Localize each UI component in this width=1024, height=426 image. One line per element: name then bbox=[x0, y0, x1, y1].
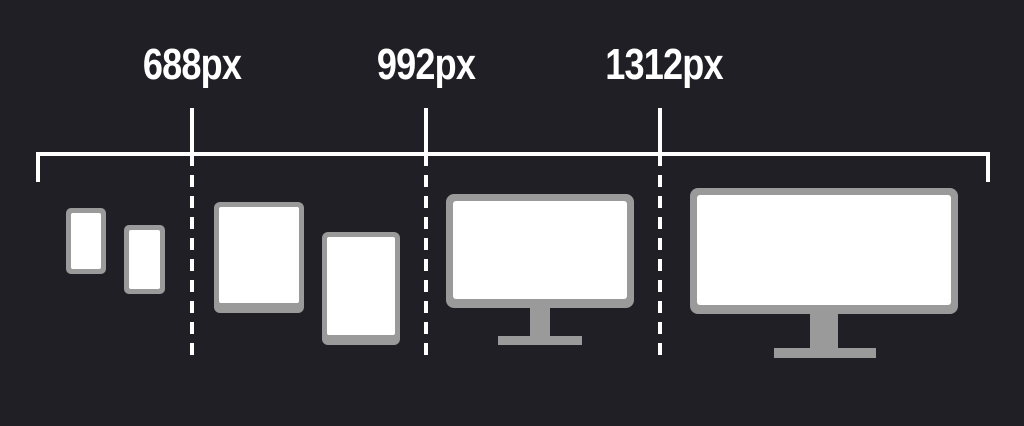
tablet-portrait-icon bbox=[322, 232, 400, 345]
phone-icon bbox=[66, 208, 106, 274]
range-bracket bbox=[36, 152, 990, 182]
tablet-landscape-icon bbox=[214, 202, 304, 313]
breakpoint-label-1312: 1312px bbox=[605, 40, 723, 89]
breakpoint-label-688: 688px bbox=[142, 40, 242, 89]
desktop-monitor-icon bbox=[446, 194, 634, 345]
large-desktop-monitor-icon bbox=[690, 188, 958, 358]
phone-icon bbox=[124, 225, 165, 294]
breakpoint-label-992: 992px bbox=[376, 40, 476, 89]
